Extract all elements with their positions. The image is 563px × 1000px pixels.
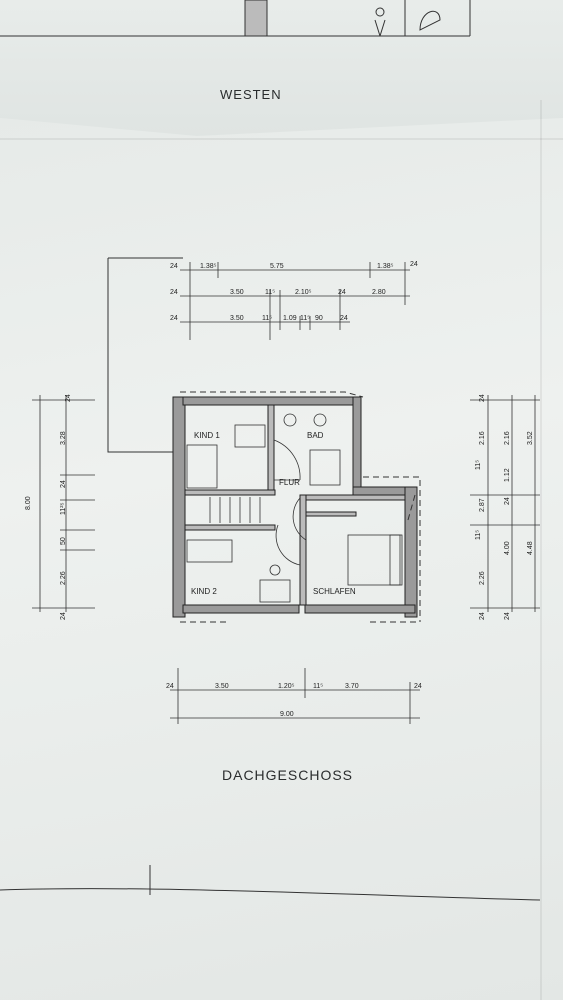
svg-text:24: 24 (60, 480, 67, 488)
roof-outline (180, 391, 421, 623)
svg-text:24: 24 (414, 683, 422, 690)
svg-text:50: 50 (60, 537, 67, 545)
svg-text:11⁵: 11⁵ (475, 530, 482, 540)
exterior-walls (172, 396, 418, 618)
svg-text:3.28: 3.28 (60, 431, 67, 445)
main-sheet (0, 118, 563, 1000)
svg-text:11⁵: 11⁵ (475, 460, 482, 470)
top-dimension-lines (180, 262, 410, 340)
svg-text:24: 24 (338, 289, 346, 296)
right-dimension-lines (470, 395, 540, 612)
bottom-dimension-lines (170, 668, 420, 724)
svg-text:24: 24 (340, 315, 348, 322)
svg-text:24: 24 (65, 394, 72, 402)
room-label-kind1: KIND 1 (194, 431, 220, 440)
svg-text:11⁵: 11⁵ (313, 683, 323, 690)
svg-text:4.48: 4.48 (527, 541, 534, 555)
svg-text:2.16: 2.16 (504, 431, 511, 445)
left-dimension-labels: 8.00 24 3.28 24 11²⁵ 50 2.26 24 (25, 394, 72, 620)
stair (209, 497, 261, 523)
svg-text:24: 24 (170, 315, 178, 322)
svg-text:2.16: 2.16 (479, 431, 486, 445)
upper-sheet (0, 0, 563, 140)
svg-text:3.70: 3.70 (345, 683, 359, 690)
svg-text:24: 24 (170, 263, 178, 270)
svg-text:2.80: 2.80 (372, 289, 386, 296)
left-dimension-lines (32, 395, 95, 612)
room-label-kind2: KIND 2 (191, 587, 217, 596)
fold-line (0, 138, 563, 140)
svg-text:3.52: 3.52 (527, 431, 534, 445)
svg-text:90: 90 (315, 315, 323, 322)
right-dimension-labels: 24 2.16 11⁵ 2.87 11⁵ 2.26 24 2.16 1.12 2… (475, 394, 534, 620)
furniture (186, 413, 403, 603)
svg-text:9.00: 9.00 (280, 711, 294, 718)
svg-text:24: 24 (170, 289, 178, 296)
svg-text:1.38⁵: 1.38⁵ (377, 263, 394, 270)
balcony-outline (107, 258, 183, 453)
svg-text:11²⁵: 11²⁵ (60, 502, 67, 515)
svg-text:8.00: 8.00 (25, 496, 32, 510)
interior-walls (184, 404, 406, 606)
svg-text:11⁵: 11⁵ (265, 289, 275, 296)
svg-text:11⁵: 11⁵ (262, 315, 272, 322)
svg-text:3.50: 3.50 (230, 289, 244, 296)
floor-title: DACHGESCHOSS (222, 767, 354, 783)
room-label-flur: FLUR (279, 478, 300, 487)
svg-text:1.38⁵: 1.38⁵ (200, 263, 217, 270)
elevation-title: WESTEN (220, 87, 282, 102)
fold-line-vertical (540, 100, 542, 1000)
border-line (0, 888, 541, 901)
svg-text:3.50: 3.50 (215, 683, 229, 690)
svg-text:24: 24 (504, 497, 511, 505)
bottom-dimension-labels: 24 3.50 1.20⁵ 11⁵ 3.70 24 9.00 (166, 683, 422, 718)
svg-text:2.87: 2.87 (479, 498, 486, 512)
svg-text:24: 24 (410, 261, 418, 268)
svg-text:24: 24 (60, 612, 67, 620)
svg-text:24: 24 (479, 612, 486, 620)
room-label-bad: BAD (307, 431, 324, 440)
svg-text:5.75: 5.75 (270, 263, 284, 270)
door-swings (273, 439, 307, 566)
svg-text:2.26: 2.26 (60, 571, 67, 585)
svg-text:3.50: 3.50 (230, 315, 244, 322)
svg-text:2.26: 2.26 (479, 571, 486, 585)
svg-text:1.12: 1.12 (504, 468, 511, 482)
svg-text:1.20⁵: 1.20⁵ (278, 683, 295, 690)
svg-text:2.10⁵: 2.10⁵ (295, 289, 312, 296)
room-label-schlafen: SCHLAFEN (313, 587, 356, 596)
svg-text:24: 24 (479, 394, 486, 402)
elevation-sketch (0, 0, 471, 37)
top-dimension-labels: 24 1.38⁵ 5.75 1.38⁵ 24 24 3.50 11⁵ 2.10⁵… (170, 261, 418, 322)
svg-text:11⁵: 11⁵ (300, 315, 310, 322)
svg-text:24: 24 (504, 612, 511, 620)
svg-text:4.00: 4.00 (504, 541, 511, 555)
svg-text:24: 24 (166, 683, 174, 690)
svg-text:1.09: 1.09 (283, 315, 297, 322)
